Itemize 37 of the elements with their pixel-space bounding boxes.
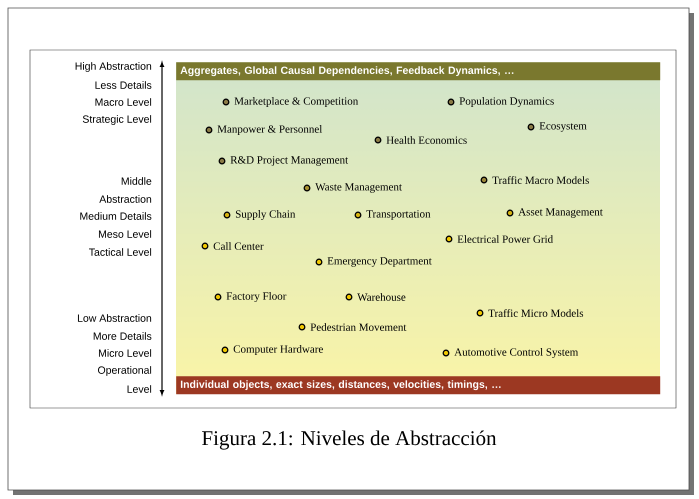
axis-label: Tactical Level: [89, 248, 152, 256]
bullet-item: Pedestrian Movement: [298, 323, 406, 331]
axis-label: Micro Level: [98, 349, 152, 357]
axis-label: Low Abstraction: [78, 314, 152, 322]
bullet-item: Population Dynamics: [448, 97, 554, 107]
axis-label: Abstraction: [99, 195, 152, 203]
axis-label: Strategic Level: [82, 115, 152, 125]
figure-caption: Figura 2.1: Niveles de Abstracción: [202, 430, 496, 450]
axis-label: More Details: [94, 332, 152, 340]
band: Individual objects, exact sizes, distances, velocities, timings, …: [176, 376, 660, 394]
axis-label: Less Details: [95, 81, 152, 89]
bullet-item: Warehouse: [346, 293, 406, 301]
axis-label: High Abstraction: [76, 62, 152, 72]
bullet-item: Asset Management: [506, 208, 603, 218]
bullet-item: Manpower & Personnel: [206, 125, 322, 135]
axis-label: Medium Details: [80, 212, 152, 220]
axis-label: Middle: [122, 177, 152, 185]
bullet-item: R&D Project Management: [218, 156, 348, 166]
bullet-item: Electrical Power Grid: [446, 235, 553, 243]
bullet-item: Ecosystem: [528, 122, 587, 132]
axis-label: Meso Level: [98, 230, 152, 238]
band: Aggregates, Global Causal Dependencies, Feedback Dynamics, …: [176, 62, 660, 80]
bullet-item: Supply Chain: [224, 210, 296, 220]
axis-label: Level: [128, 385, 152, 393]
bullet-item: Automotive Control System: [442, 348, 578, 358]
axis-label: Operational: [98, 366, 152, 376]
axis-label: Macro Level: [95, 98, 152, 106]
bullet-item: Emergency Department: [316, 257, 432, 267]
bullet-item: Traffic Macro Models: [480, 176, 589, 184]
bullet-item: Call Center: [202, 242, 264, 250]
bullet-item: Traffic Micro Models: [476, 309, 584, 317]
bullet-item: Transportation: [354, 210, 430, 220]
bullet-item: Waste Management: [304, 183, 402, 193]
bullet-item: Computer Hardware: [222, 345, 323, 355]
bullet-item: Health Economics: [374, 136, 467, 144]
bullet-item: Marketplace & Competition: [222, 97, 358, 107]
bullet-item: Factory Floor: [214, 292, 286, 302]
